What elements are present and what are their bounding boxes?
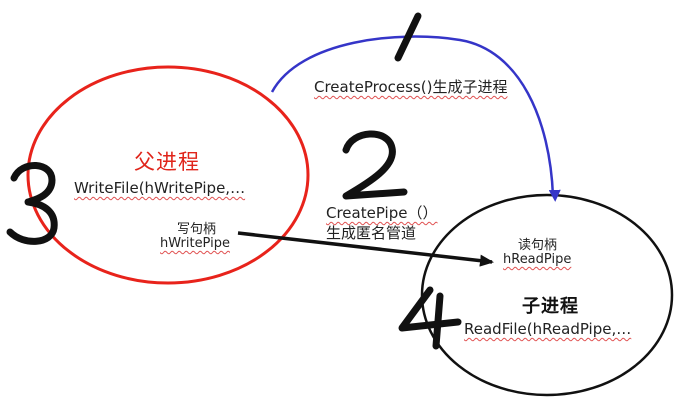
create-pipe-label: CreatePipe（） — [326, 204, 438, 222]
step-number-2-mark — [342, 130, 408, 200]
child-process-title: 子进程 — [522, 296, 579, 317]
read-handle-caption: 读句柄 — [518, 238, 558, 253]
create-process-arrow — [270, 35, 561, 202]
step-number-1-mark — [394, 12, 422, 62]
step-number-4-mark — [398, 286, 462, 350]
anonymous-pipe-label: 生成匿名管道 — [326, 224, 417, 242]
parent-process-ellipse — [26, 65, 310, 285]
create-process-label: CreateProcess()生成子进程 — [314, 78, 508, 96]
parent-process-title: 父进程 — [134, 150, 200, 174]
read-handle-name: hReadPipe — [503, 252, 572, 267]
write-handle-name: hWritePipe — [160, 236, 230, 251]
write-handle-caption: 写句柄 — [177, 222, 217, 237]
pipe-data-arrow — [237, 231, 494, 267]
parent-writefile-call: WriteFile(hWritePipe,… — [74, 179, 246, 197]
child-readfile-call: ReadFile(hReadPipe,… — [464, 320, 632, 338]
step-number-3-mark — [6, 162, 58, 245]
